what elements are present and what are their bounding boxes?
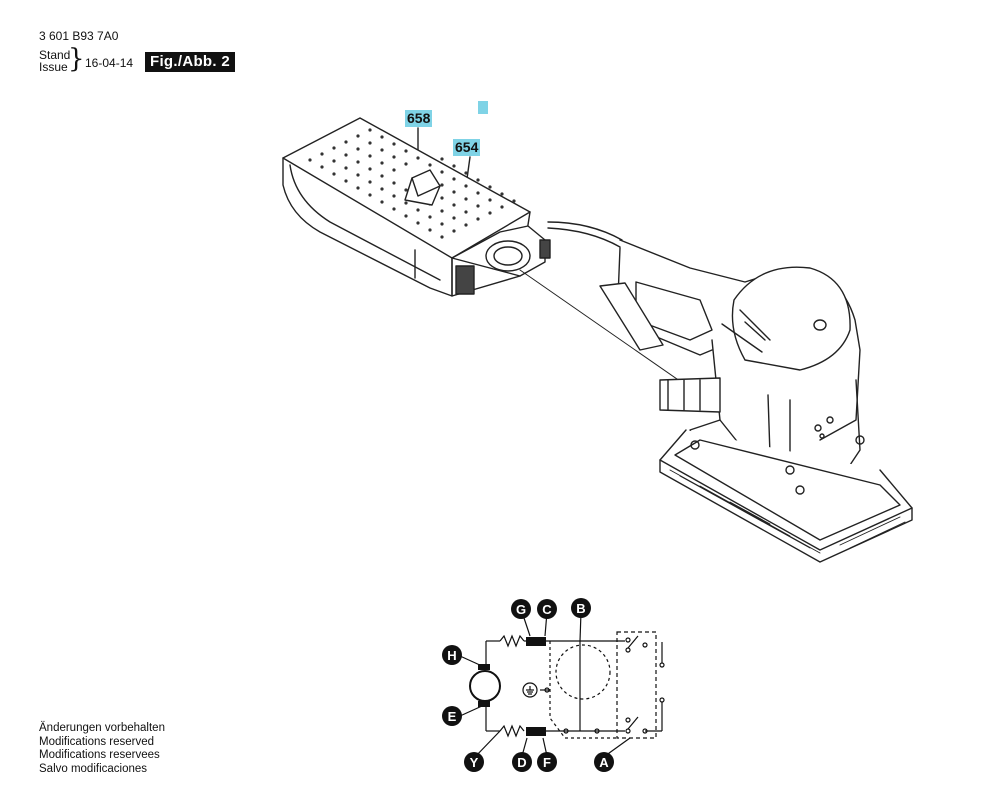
label-bubble-e: E (442, 706, 462, 726)
label-bubble-a: A (594, 752, 614, 772)
part-label-654: 654 (453, 139, 481, 156)
wiring-label-e: E (448, 709, 457, 724)
sander-body (547, 221, 913, 563)
wiring-label-g: G (516, 602, 526, 617)
resistor-bottom (499, 724, 525, 738)
note-fr: Modifications reservees (39, 749, 160, 761)
figure-label: Fig./Abb. 2 (145, 52, 235, 72)
label-bubble-y: Y (464, 752, 484, 772)
resistor-top (499, 634, 525, 648)
brace-symbol: } (68, 44, 85, 74)
wiring-diagram: G C B H E Y D F A (442, 598, 665, 772)
dust-box (282, 117, 551, 297)
wiring-label-b: B (576, 601, 585, 616)
note-de: Änderungen vorbehalten (39, 722, 165, 734)
wiring-label-y: Y (470, 755, 479, 770)
switch-box (616, 631, 657, 739)
dashed-circle (555, 644, 611, 700)
note-en: Modifications reserved (39, 735, 155, 748)
label-bubble-h: H (442, 645, 462, 665)
label-bubble-f: F (537, 752, 557, 772)
choke-bottom (526, 727, 546, 736)
doc-number: 3 601 B93 7A0 (39, 29, 119, 43)
part-label-658: 658 (405, 110, 433, 127)
issue-label: Issue (39, 60, 68, 74)
issue-date: 16-04-14 (85, 56, 134, 70)
motor-symbol (469, 670, 501, 702)
label-bubble-b: B (571, 598, 591, 618)
label-bubble-d: D (512, 752, 532, 772)
note-es: Salvo modificaciones (39, 762, 148, 775)
wiring-label-d: D (517, 755, 526, 770)
wiring-label-f: F (543, 755, 551, 770)
stand-label: Stand (39, 48, 71, 62)
label-bubble-g: G (511, 599, 531, 619)
sander-illustration (282, 117, 913, 563)
modification-notes: Änderungen vorbehalten Modifications res… (39, 722, 165, 776)
choke-top (526, 637, 546, 646)
wiring-label-c: C (542, 602, 552, 617)
marker-square (478, 101, 488, 114)
wiring-label-h: H (447, 648, 456, 663)
label-bubble-c: C (537, 599, 557, 619)
wiring-label-a: A (599, 755, 609, 770)
